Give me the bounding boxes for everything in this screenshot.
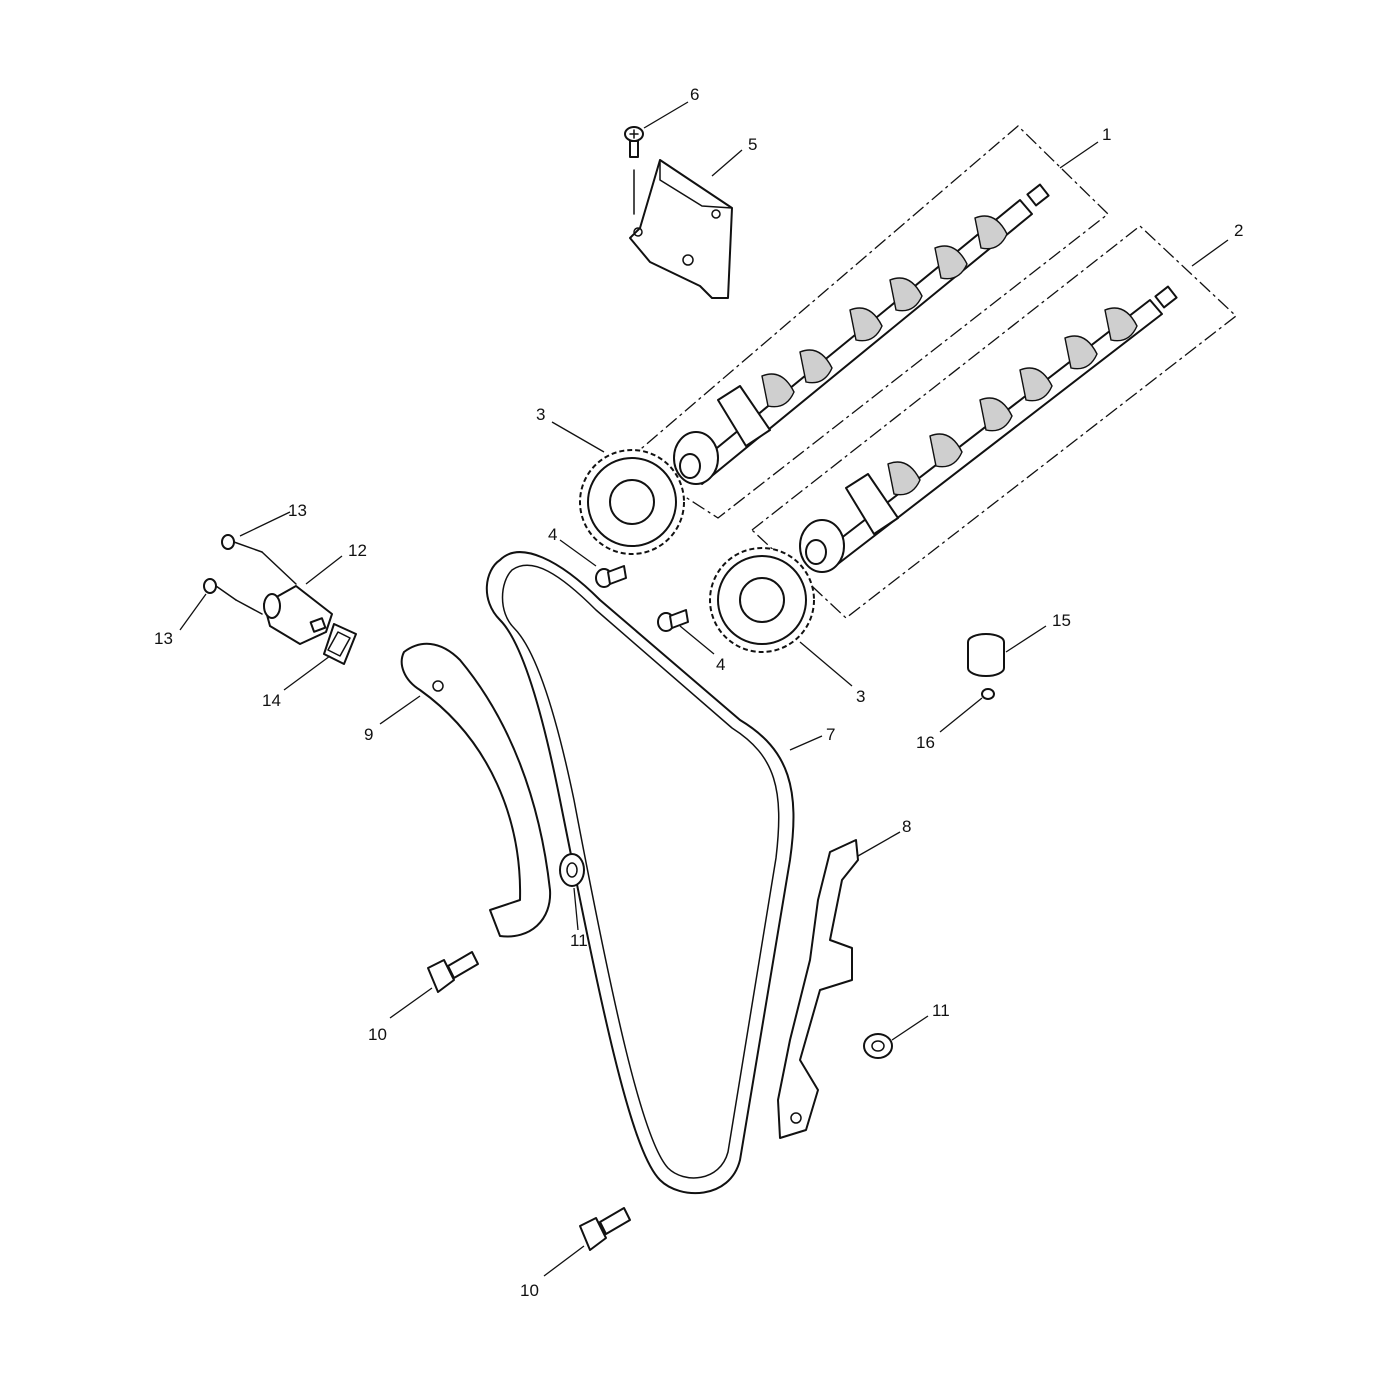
gasket-14 bbox=[323, 623, 357, 665]
callout-4-lower: 4 bbox=[716, 655, 725, 674]
callout-11-upper: 11 bbox=[570, 931, 588, 950]
chain-tensioner-12 bbox=[263, 585, 333, 645]
camshaft-2 bbox=[799, 285, 1178, 573]
sprocket-3-lower bbox=[709, 547, 815, 653]
camshaft-1-group-box bbox=[627, 125, 1109, 519]
sprocket-bolt-4-lower bbox=[657, 609, 689, 632]
sprocket-3-upper bbox=[579, 449, 685, 555]
shim-16 bbox=[981, 688, 995, 700]
callout-15: 15 bbox=[1052, 611, 1071, 630]
callout-10-upper: 10 bbox=[368, 1025, 387, 1044]
bolt-10-lower bbox=[579, 1207, 631, 1251]
tappet-15 bbox=[967, 633, 1005, 677]
camshaft-2-group-box bbox=[751, 225, 1238, 619]
callout-3-lower: 3 bbox=[856, 687, 865, 706]
callout-3-upper: 3 bbox=[536, 405, 545, 424]
camshaft-1 bbox=[673, 183, 1050, 485]
washer-11-lower bbox=[863, 1033, 893, 1059]
callout-4-upper: 4 bbox=[548, 525, 557, 544]
callout-7: 7 bbox=[826, 725, 835, 744]
bolt-10-upper bbox=[427, 951, 479, 993]
callout-9: 9 bbox=[364, 725, 373, 744]
callout-5: 5 bbox=[748, 135, 757, 154]
screw-6 bbox=[624, 126, 644, 215]
chain-guide-9 bbox=[400, 642, 552, 938]
tensioner-bolt-13-lower bbox=[203, 578, 263, 615]
callout-2: 2 bbox=[1234, 221, 1243, 240]
chain-guide-8 bbox=[777, 839, 859, 1139]
callout-labels: 1 2 3 3 4 4 5 6 7 8 9 10 10 11 11 12 13 … bbox=[154, 85, 1243, 1300]
bracket-5 bbox=[629, 159, 733, 299]
callout-13-lower: 13 bbox=[154, 629, 173, 648]
callout-11-lower: 11 bbox=[932, 1001, 950, 1020]
callout-13-upper: 13 bbox=[288, 501, 307, 520]
leader-lines bbox=[179, 101, 1229, 1277]
callout-14: 14 bbox=[262, 691, 281, 710]
callout-1: 1 bbox=[1102, 125, 1111, 144]
callout-10-lower: 10 bbox=[520, 1281, 539, 1300]
callout-12: 12 bbox=[348, 541, 367, 560]
washer-11-upper bbox=[559, 853, 585, 887]
sprocket-bolt-4-upper bbox=[595, 565, 627, 588]
timing-chain-7 bbox=[485, 551, 795, 1194]
tensioner-bolt-13-upper bbox=[221, 534, 297, 585]
callout-6: 6 bbox=[690, 85, 699, 104]
callout-8: 8 bbox=[902, 817, 911, 836]
callout-16: 16 bbox=[916, 733, 935, 752]
